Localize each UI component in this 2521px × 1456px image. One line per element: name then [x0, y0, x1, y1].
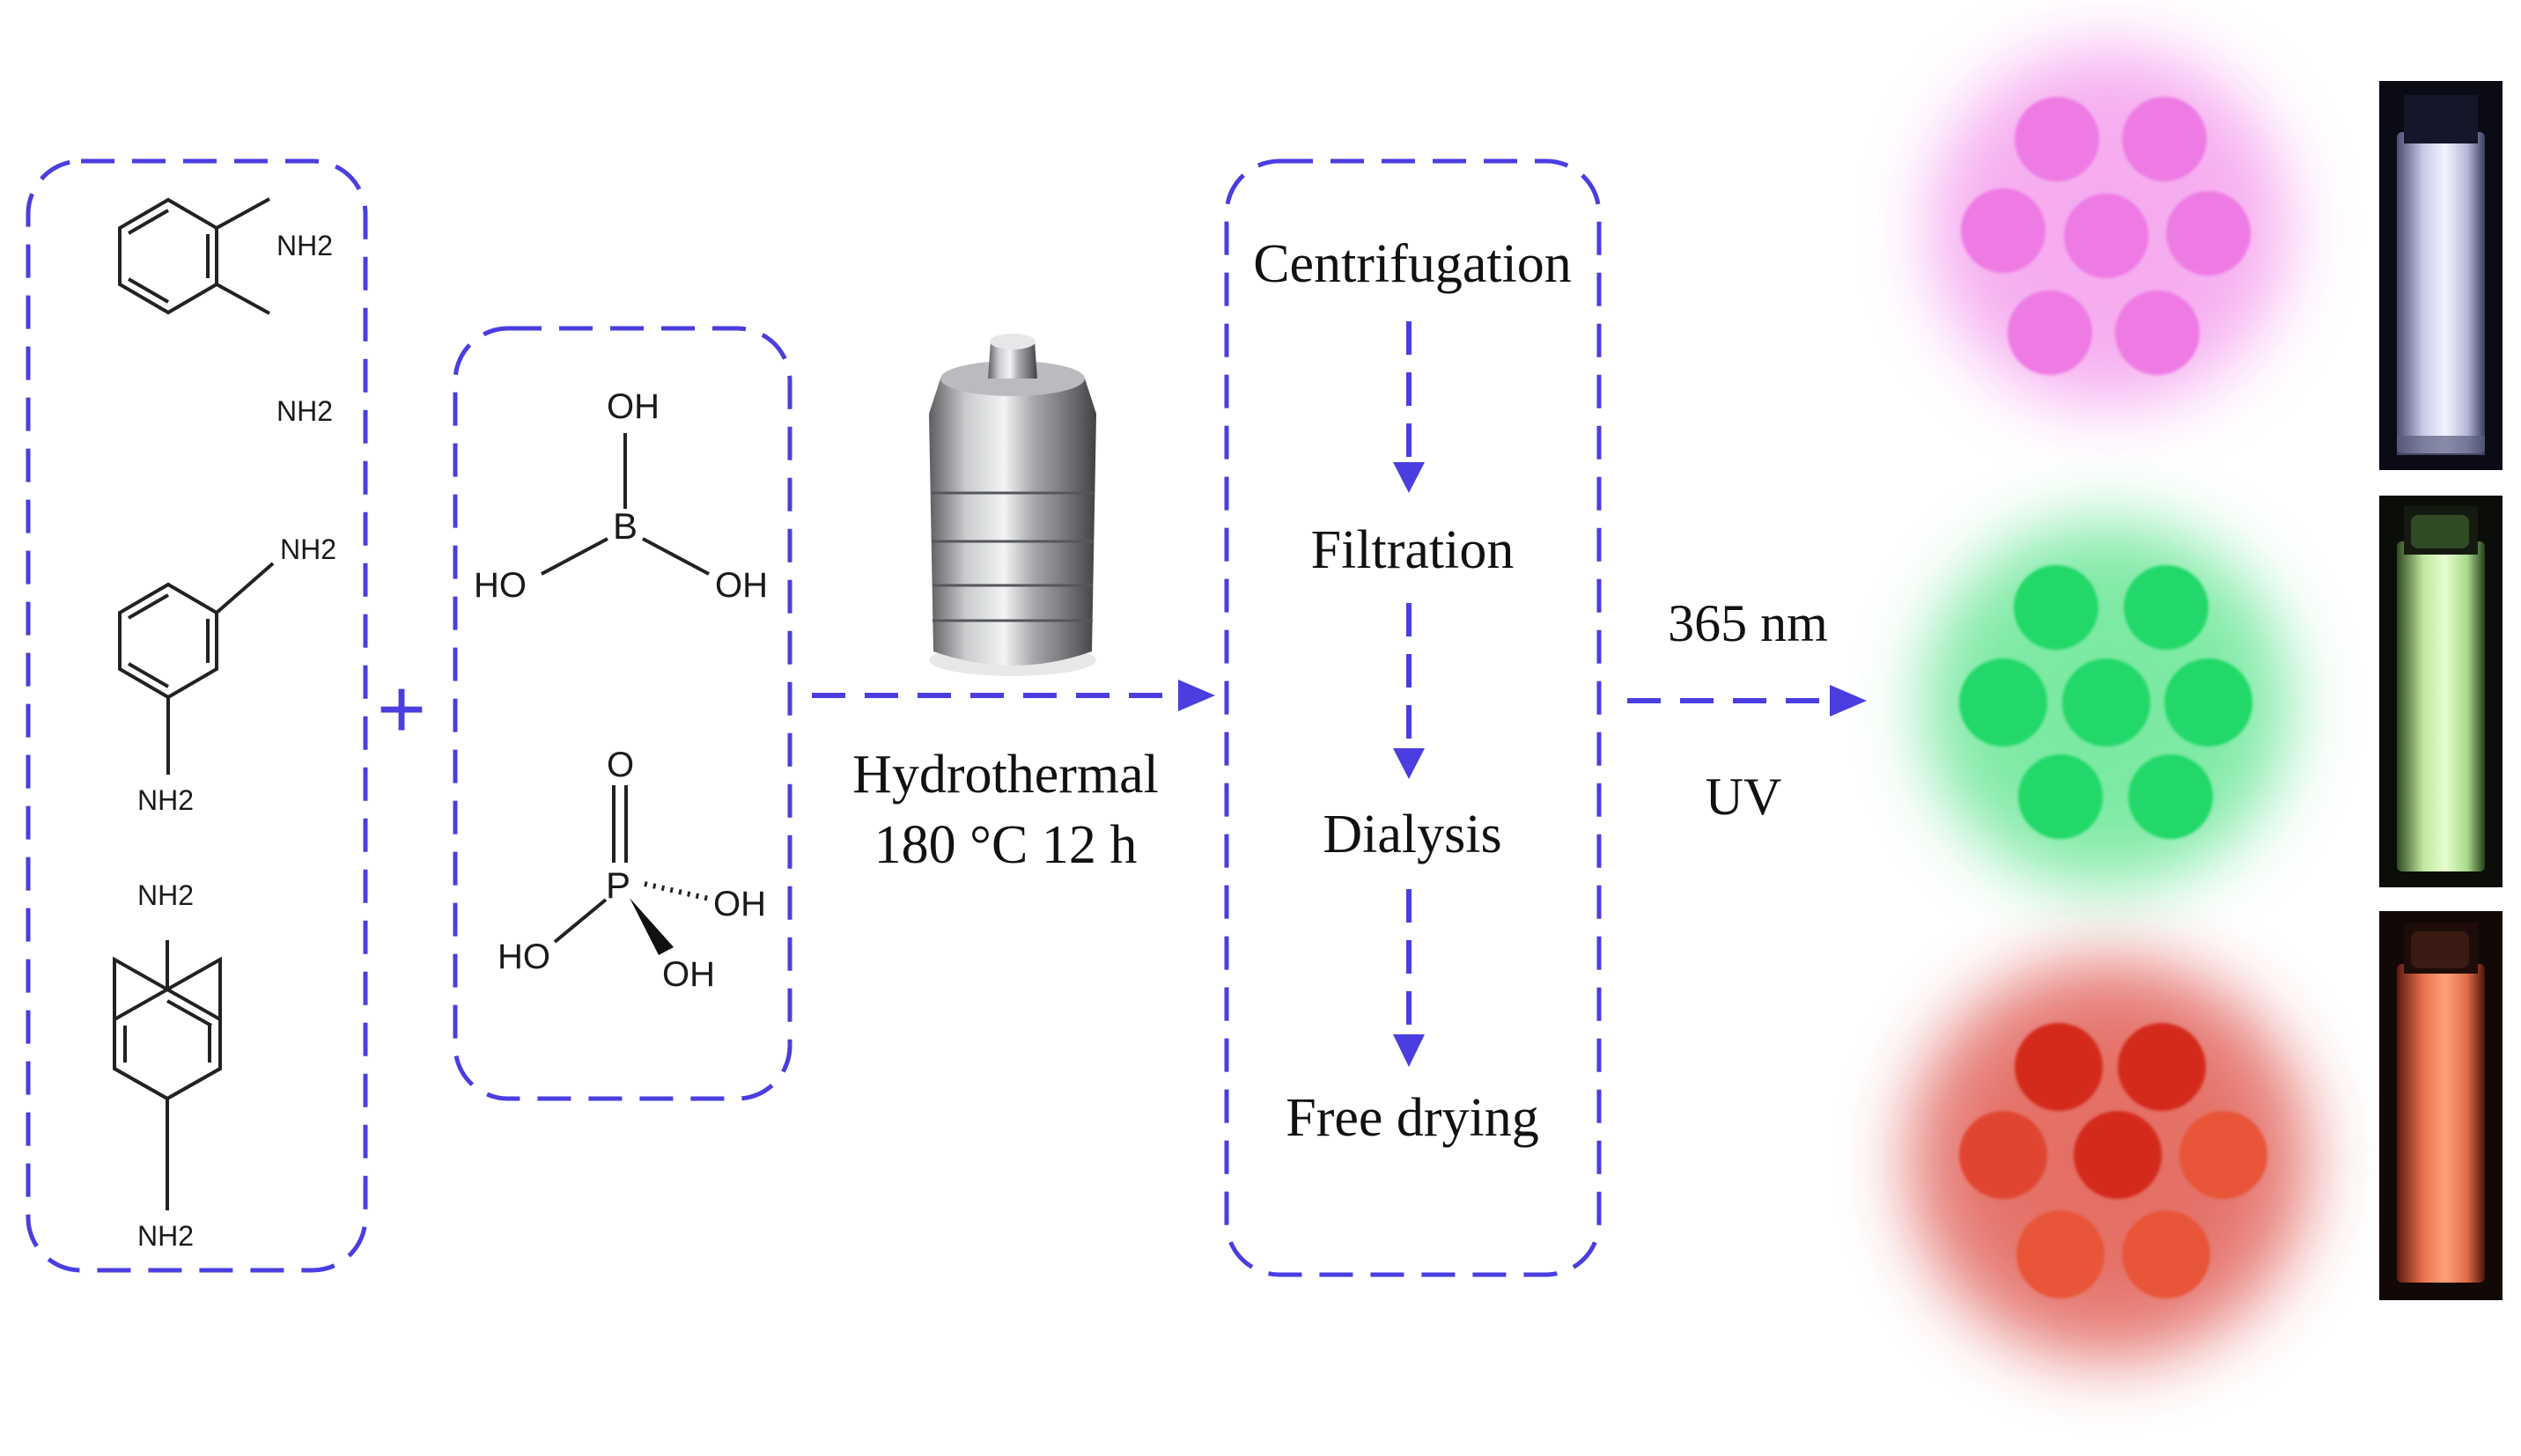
phosphoric-oh-right-label: OH [713, 885, 766, 923]
step-centrifugation: Centrifugation [1253, 234, 1572, 294]
boric-b-label: B [613, 505, 638, 547]
autoclave-reactor-icon [929, 334, 1096, 676]
ppd-nh2-top-label: NH2 [137, 879, 194, 911]
ppd-nh2-bottom-label: NH2 [137, 1220, 194, 1252]
boric-oh-right-label: OH [715, 566, 768, 605]
mpd-nh2-bottom-label: NH2 [137, 784, 194, 816]
m-phenylenediamine-structure [118, 562, 275, 775]
step-dialysis: Dialysis [1323, 805, 1501, 864]
phosphoric-oh-bottom-label: OH [662, 955, 715, 994]
opd-nh2-top-label: NH2 [276, 230, 333, 261]
red-emission-dots [1906, 958, 2311, 1363]
excitation-source-label: UV [1706, 768, 1782, 826]
phosphoric-p-label: P [606, 864, 630, 906]
excitation-wavelength-label: 365 nm [1668, 594, 1828, 652]
cuvette-photo-orange [2379, 911, 2503, 1300]
boric-acid-structure [541, 433, 710, 576]
reaction-condition-line1: Hydrothermal [852, 745, 1159, 805]
boric-ho-left-label: HO [474, 566, 527, 605]
acid-box [453, 326, 792, 1101]
step-arrows [1393, 321, 1425, 1067]
uv-arrow-head [1830, 685, 1867, 717]
step-free-drying: Free drying [1286, 1088, 1539, 1148]
boric-oh-top-label: OH [607, 387, 660, 426]
purification-box [1224, 158, 1602, 1277]
phosphoric-ho-left-label: HO [498, 938, 550, 976]
phosphoric-o-top-label: O [607, 746, 634, 784]
opd-nh2-bottom-label: NH2 [276, 395, 333, 427]
cuvette-photo-white [2379, 81, 2503, 470]
step-filtration: Filtration [1311, 520, 1515, 580]
mpd-nh2-top-label: NH2 [280, 533, 336, 565]
green-emission-dots [1921, 519, 2291, 889]
pink-emission-dots [1928, 47, 2289, 408]
plus-sign: + [377, 662, 426, 756]
cuvette-photo-green [2379, 496, 2503, 887]
o-phenylenediamine-structure [118, 197, 270, 315]
reaction-arrow-head [1178, 680, 1215, 711]
phosphoric-wedge-bond [630, 898, 674, 955]
p-phenylenediamine-structure [113, 940, 222, 1210]
reaction-condition-line2: 180 °C 12 h [874, 815, 1138, 875]
phosphoric-acid-structure [553, 785, 714, 944]
precursor-box [26, 158, 368, 1273]
